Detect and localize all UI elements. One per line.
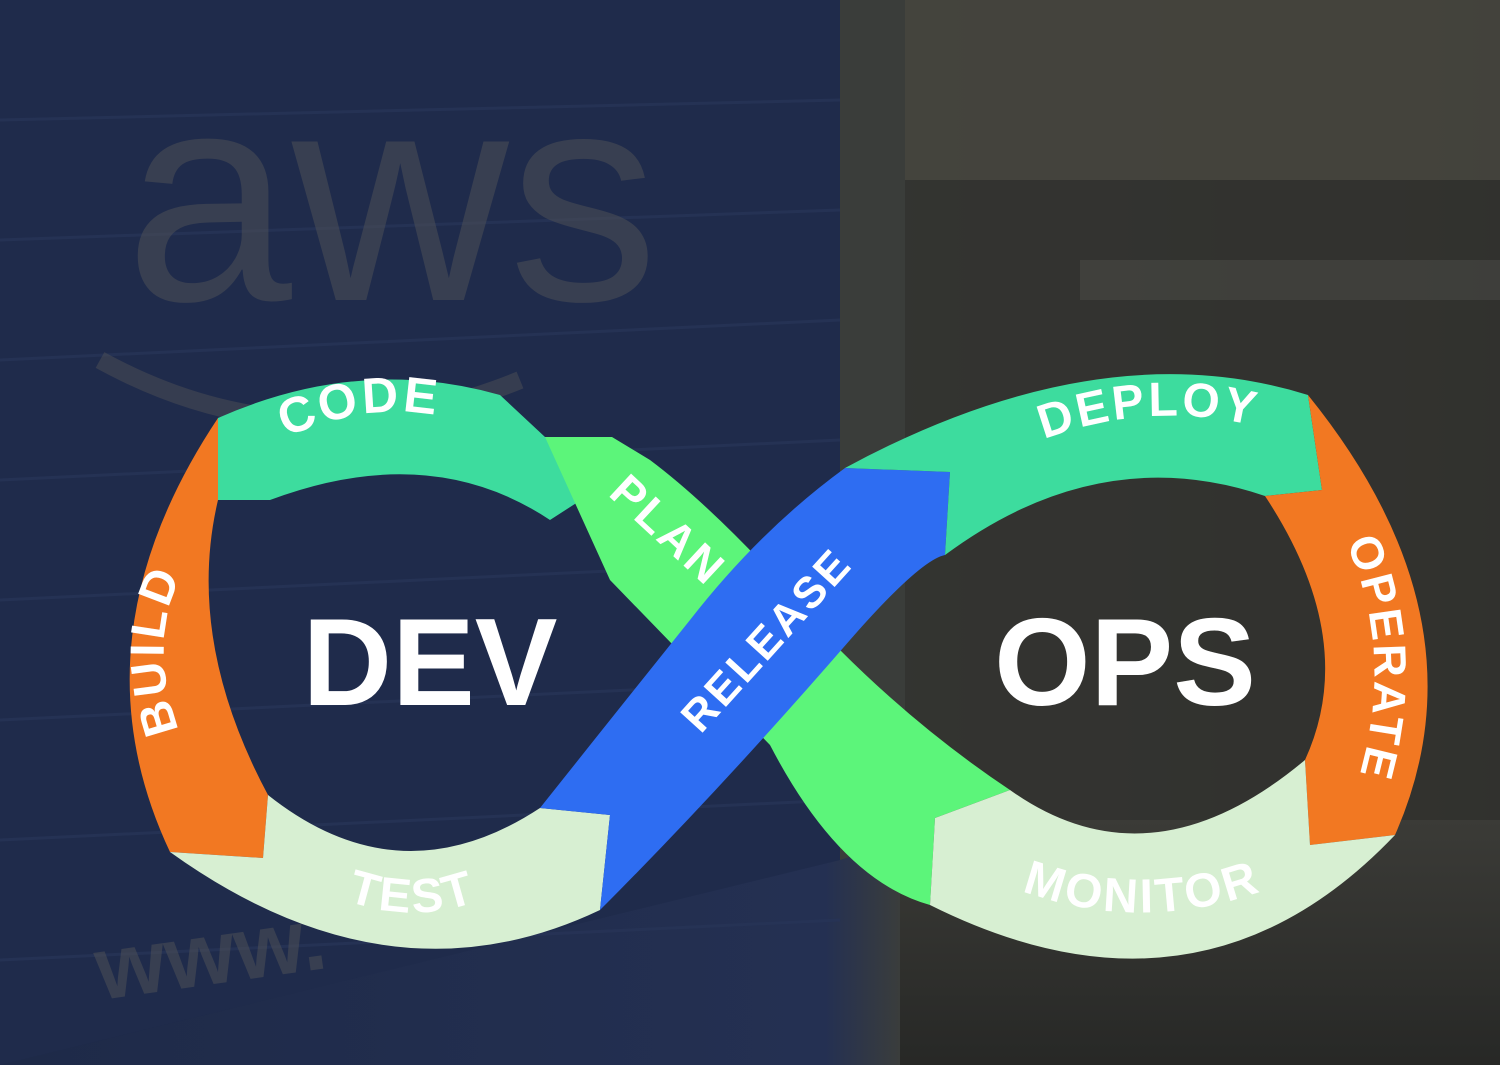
segment-code xyxy=(218,379,612,520)
label-test: TEST xyxy=(344,861,482,925)
segment-deploy xyxy=(845,374,1322,555)
background-ceiling xyxy=(900,0,1500,180)
background-beam xyxy=(1080,260,1500,300)
background-aws-logo-text: aws xyxy=(125,28,659,364)
segment-release xyxy=(540,468,950,910)
segment-monitor xyxy=(930,760,1395,959)
segment-test xyxy=(170,795,610,949)
center-word-ops: OPS xyxy=(994,594,1256,732)
center-word-dev: DEV xyxy=(303,594,558,732)
background-panel-edge xyxy=(840,0,905,860)
segment-operate xyxy=(1265,395,1428,845)
infinity-loop xyxy=(129,374,1428,959)
segment-build xyxy=(129,418,268,858)
